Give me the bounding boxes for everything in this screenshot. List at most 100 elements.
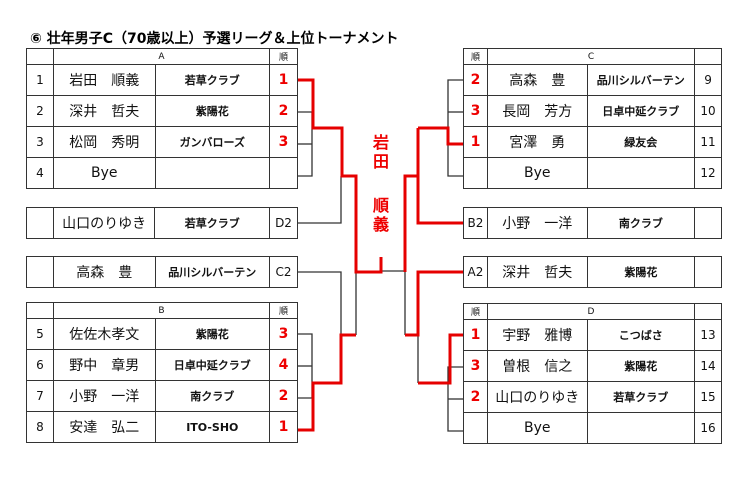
player-name: 深井 哲夫 — [486, 256, 588, 288]
bracket-red-lines — [298, 78, 463, 432]
rank: 1 — [269, 411, 298, 443]
player-name: 小野 一洋 — [486, 207, 588, 239]
club-name: ガンバローズ — [154, 126, 271, 158]
club-name: 南クラブ — [154, 380, 271, 412]
player-name: 高森 豊 — [486, 64, 588, 96]
seed-tag: B2 — [463, 207, 488, 239]
entry-number: 8 — [26, 411, 54, 443]
entry-number: 9 — [694, 64, 722, 96]
player-name: 深井 哲夫 — [52, 95, 156, 127]
player-name: 山口のりゆき — [486, 381, 588, 413]
club-name: 品川シルバーテン — [154, 256, 271, 288]
group-label: B — [52, 302, 271, 319]
rank: 4 — [269, 349, 298, 381]
group-label: A — [52, 48, 271, 65]
champion-given-name: 順義 — [372, 196, 389, 234]
club-name: 若草クラブ — [154, 64, 271, 96]
rank-header: 順 — [269, 302, 298, 319]
entry-number: 13 — [694, 319, 722, 351]
page-title: ⑥ 壮年男子C（70歳以上）予選リーグ＆上位トーナメント — [30, 31, 399, 47]
player-name: 小野 一洋 — [52, 380, 156, 412]
entry-number: 14 — [694, 350, 722, 382]
player-name: Bye — [486, 157, 588, 189]
player-name: Bye — [52, 157, 156, 189]
rank: 3 — [463, 350, 488, 382]
player-name: 岩田 順義 — [52, 64, 156, 96]
club-name: 紫陽花 — [586, 350, 696, 382]
player-name: 宇野 雅博 — [486, 319, 588, 351]
rank — [463, 157, 488, 189]
entry-number: 6 — [26, 349, 54, 381]
rank: 2 — [463, 381, 488, 413]
club-name: 南クラブ — [586, 207, 696, 239]
rank-header: 順 — [269, 48, 298, 65]
player-name: 長岡 芳方 — [486, 95, 588, 127]
rank: 1 — [463, 126, 488, 158]
entry-number: 15 — [694, 381, 722, 413]
seed-tag: A2 — [463, 256, 488, 288]
group-label: C — [486, 48, 696, 65]
rank: 2 — [463, 64, 488, 96]
rank: 2 — [269, 380, 298, 412]
club-name — [154, 157, 271, 189]
club-name: 紫陽花 — [154, 318, 271, 350]
player-name: 山口のりゆき — [52, 207, 156, 239]
entry-number: 12 — [694, 157, 722, 189]
rank — [269, 157, 298, 189]
club-name — [586, 412, 696, 444]
club-name: 品川シルバーテン — [586, 64, 696, 96]
table-row: Bye 16 — [463, 412, 722, 444]
seed-tag: C2 — [269, 256, 298, 288]
club-name — [586, 157, 696, 189]
entry-number: 16 — [694, 412, 722, 444]
club-name: 若草クラブ — [586, 381, 696, 413]
rank: 3 — [269, 318, 298, 350]
entry-number: 1 — [26, 64, 54, 96]
player-name: 曽根 信之 — [486, 350, 588, 382]
rank — [463, 412, 488, 444]
entry-number: 2 — [26, 95, 54, 127]
club-name: 日卓中延クラブ — [586, 95, 696, 127]
club-name: こつばさ — [586, 319, 696, 351]
player-name: 佐佐木孝文 — [52, 318, 156, 350]
rank: 3 — [269, 126, 298, 158]
club-name: 紫陽花 — [586, 256, 696, 288]
rank-header: 順 — [463, 303, 488, 320]
player-name: 宮澤 勇 — [486, 126, 588, 158]
rank: 3 — [463, 95, 488, 127]
entry-number: 10 — [694, 95, 722, 127]
club-name: 紫陽花 — [154, 95, 271, 127]
entry-number: 3 — [26, 126, 54, 158]
table-row: Bye 12 — [463, 157, 722, 189]
rank: 2 — [269, 95, 298, 127]
player-name: Bye — [486, 412, 588, 444]
entry-number: 4 — [26, 157, 54, 189]
club-name: ITO-SHO — [154, 411, 271, 443]
seed-tag: D2 — [269, 207, 298, 239]
